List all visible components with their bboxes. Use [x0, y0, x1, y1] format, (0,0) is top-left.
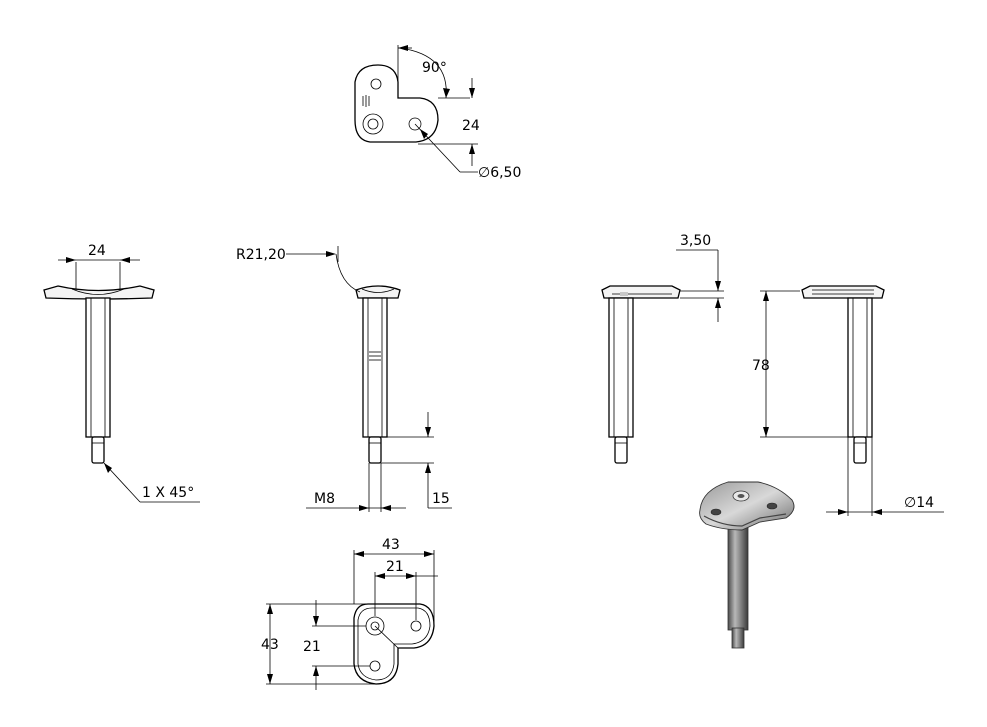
iso-plate	[699, 481, 795, 531]
side-right-post	[847, 297, 873, 438]
bottom-width-offset-label: 21	[386, 559, 404, 575]
top-view: 90° 24 ∅6,50	[354, 45, 521, 181]
front-left-post	[85, 297, 111, 438]
side-view-center: 3,50	[601, 233, 724, 464]
top-view-outline	[354, 64, 439, 143]
front-center-thread	[368, 436, 382, 464]
top-view-small-hole	[370, 78, 382, 90]
bottom-view-right-hole	[410, 620, 422, 632]
top-angle-label: 90°	[422, 60, 447, 76]
bottom-view-center-hole-inner	[370, 621, 380, 631]
iso-right-hole	[766, 502, 778, 510]
iso-left-hole	[710, 508, 722, 516]
side-center-plate	[601, 285, 681, 299]
front-left-thread	[91, 436, 105, 464]
top-view-hole	[408, 117, 422, 131]
bottom-width-overall-label: 43	[382, 537, 400, 553]
side-center-post	[608, 297, 634, 438]
bottom-height-offset-label: 21	[303, 639, 321, 655]
plate-thickness-label: 3,50	[680, 233, 711, 249]
side-right-plate	[801, 285, 885, 299]
saddle-radius-label: R21,20	[236, 247, 286, 263]
hole-diameter-label: ∅6,50	[478, 165, 521, 181]
front-width-label: 24	[88, 243, 106, 259]
front-center-saddle	[355, 285, 401, 299]
top-view-screw-inner	[367, 118, 379, 130]
side-right-thread	[853, 436, 867, 464]
side-center-thread	[614, 436, 628, 464]
front-view-center: R21,20 M8 15	[236, 246, 452, 512]
chamfer-label: 1 X 45°	[142, 485, 194, 501]
front-left-saddle	[43, 285, 155, 300]
isometric-view	[699, 481, 795, 649]
front-center-post	[362, 297, 388, 438]
front-view-left: 24 1 X 45°	[43, 243, 200, 503]
bottom-height-overall-label: 43	[261, 637, 279, 653]
side-view-right: 78 ∅14	[752, 285, 944, 516]
iso-post	[727, 519, 749, 631]
top-height-label: 24	[462, 118, 480, 134]
thread-length-label: 15	[432, 491, 450, 507]
post-diameter-label: ∅14	[904, 495, 934, 511]
thread-label: M8	[314, 491, 335, 507]
iso-thread	[731, 627, 745, 649]
top-view-screw-outer	[362, 113, 384, 135]
post-height-label: 78	[752, 358, 770, 374]
bottom-view: 43 21 43 21	[261, 537, 438, 690]
